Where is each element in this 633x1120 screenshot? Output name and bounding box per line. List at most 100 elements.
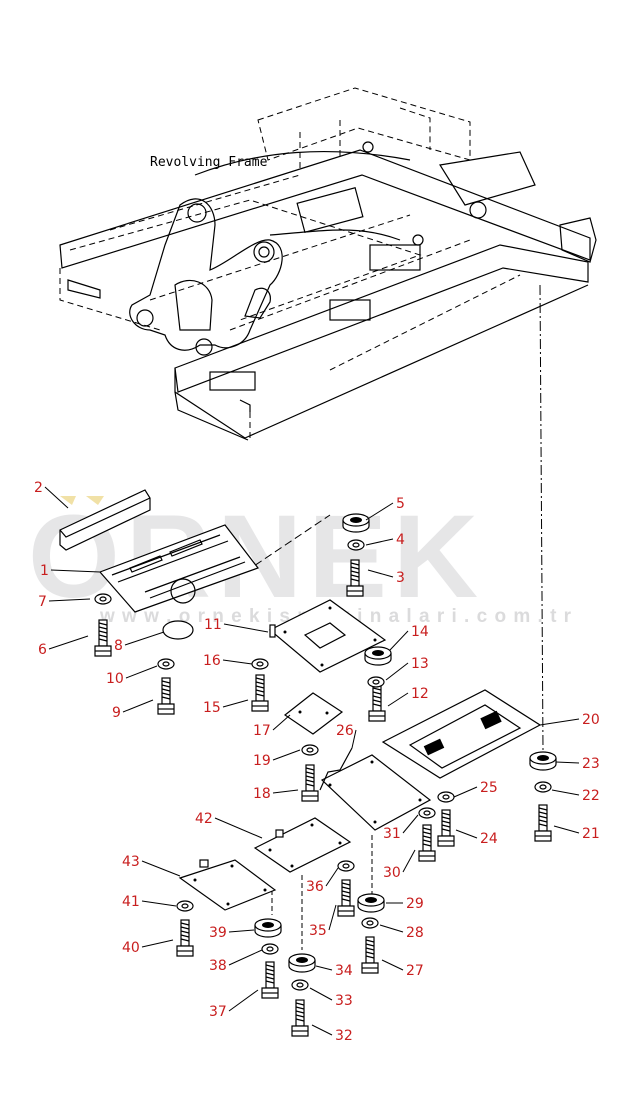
callout-26: 26 [336, 723, 354, 739]
callout-23: 23 [582, 756, 600, 772]
leader-line-34 [315, 965, 333, 971]
callout-5: 5 [396, 496, 405, 512]
callout-11: 11 [204, 617, 222, 633]
callout-18: 18 [253, 786, 271, 802]
callout-31: 31 [383, 826, 401, 842]
bolt [437, 809, 455, 847]
callout-22: 22 [582, 788, 600, 804]
leader-line-43 [141, 860, 181, 877]
leader-line-1 [50, 569, 101, 573]
alignment-line [539, 284, 544, 751]
leader-line-28 [379, 924, 404, 933]
bolt [301, 764, 319, 802]
leader-line-25 [453, 786, 478, 798]
part-grommet-8 [162, 620, 194, 640]
callout-24: 24 [480, 831, 498, 847]
callout-42: 42 [195, 811, 213, 827]
callout-15: 15 [203, 700, 221, 716]
callout-37: 37 [209, 1004, 227, 1020]
leader-line-12 [387, 692, 409, 707]
watermark-logo-mark [86, 496, 104, 505]
callout-34: 34 [335, 963, 353, 979]
leader-line-22 [551, 789, 580, 796]
callout-35: 35 [309, 923, 327, 939]
leader-line-27 [381, 959, 404, 971]
washer [367, 676, 385, 688]
callout-7: 7 [38, 594, 47, 610]
leader-line-20 [539, 718, 580, 726]
part-plate-26 [319, 747, 432, 831]
callout-25: 25 [480, 780, 498, 796]
leader-line-18 [272, 789, 299, 794]
leader-line-26 [351, 729, 357, 749]
leader-line-23 [555, 761, 580, 764]
rubber-mount [364, 646, 392, 666]
leader-line-4 [365, 538, 394, 546]
bolt [94, 619, 112, 657]
washer [94, 593, 112, 605]
leader-line-3 [367, 569, 394, 578]
leader-line-6 [48, 635, 89, 650]
rubber-mount [529, 751, 557, 771]
callout-28: 28 [406, 925, 424, 941]
leader-line-14 [389, 630, 409, 651]
leader-line-42 [214, 817, 263, 839]
leader-line-7 [48, 598, 91, 602]
leader-line-33 [309, 987, 333, 1001]
leader-line-19 [272, 749, 301, 761]
leader-line-8 [124, 631, 165, 646]
part-strip-2 [59, 489, 151, 551]
leader-line-10 [125, 665, 158, 679]
washer [176, 900, 194, 912]
leader-line-9 [122, 699, 154, 713]
part-plate-17 [283, 692, 344, 735]
leader-line-2 [44, 486, 69, 509]
leader-line-30 [402, 849, 416, 873]
washer [261, 943, 279, 955]
callout-19: 19 [253, 753, 271, 769]
rubber-mount [342, 513, 370, 533]
callout-2: 2 [34, 480, 43, 496]
leader-line-36 [325, 867, 339, 887]
callout-16: 16 [203, 653, 221, 669]
part-plate-43 [178, 859, 277, 911]
callout-40: 40 [122, 940, 140, 956]
callout-12: 12 [411, 686, 429, 702]
part-plate-11 [268, 599, 387, 673]
washer [337, 860, 355, 872]
revolving-frame-drawing [59, 87, 597, 441]
callout-4: 4 [396, 532, 405, 548]
bolt [418, 824, 436, 862]
callout-41: 41 [122, 894, 140, 910]
callout-1: 1 [40, 563, 49, 579]
callout-29: 29 [406, 896, 424, 912]
leader-line-15 [222, 699, 249, 708]
washer [534, 781, 552, 793]
leader-line-24 [455, 829, 478, 839]
fasteners [94, 513, 557, 1037]
callout-38: 38 [209, 958, 227, 974]
leader-lines [44, 486, 580, 1036]
bolt [534, 804, 552, 842]
alignment-line [244, 514, 331, 573]
leader-line-11 [223, 623, 269, 633]
callout-43: 43 [122, 854, 140, 870]
bolt [346, 559, 364, 597]
washer [361, 917, 379, 929]
callout-21: 21 [582, 826, 600, 842]
callout-27: 27 [406, 963, 424, 979]
callout-13: 13 [411, 656, 429, 672]
callout-36: 36 [306, 879, 324, 895]
callout-8: 8 [114, 638, 123, 654]
bolt [337, 879, 355, 917]
callout-14: 14 [411, 624, 429, 640]
callout-9: 9 [112, 705, 121, 721]
callout-10: 10 [106, 671, 124, 687]
leader-line-16 [222, 659, 253, 665]
washer [301, 744, 319, 756]
washer [347, 539, 365, 551]
callout-labels: 1234567891011121314151617181920212223242… [34, 480, 600, 1044]
bolt [291, 999, 309, 1037]
leader-line-31 [402, 814, 419, 834]
rubber-mount [254, 918, 282, 938]
